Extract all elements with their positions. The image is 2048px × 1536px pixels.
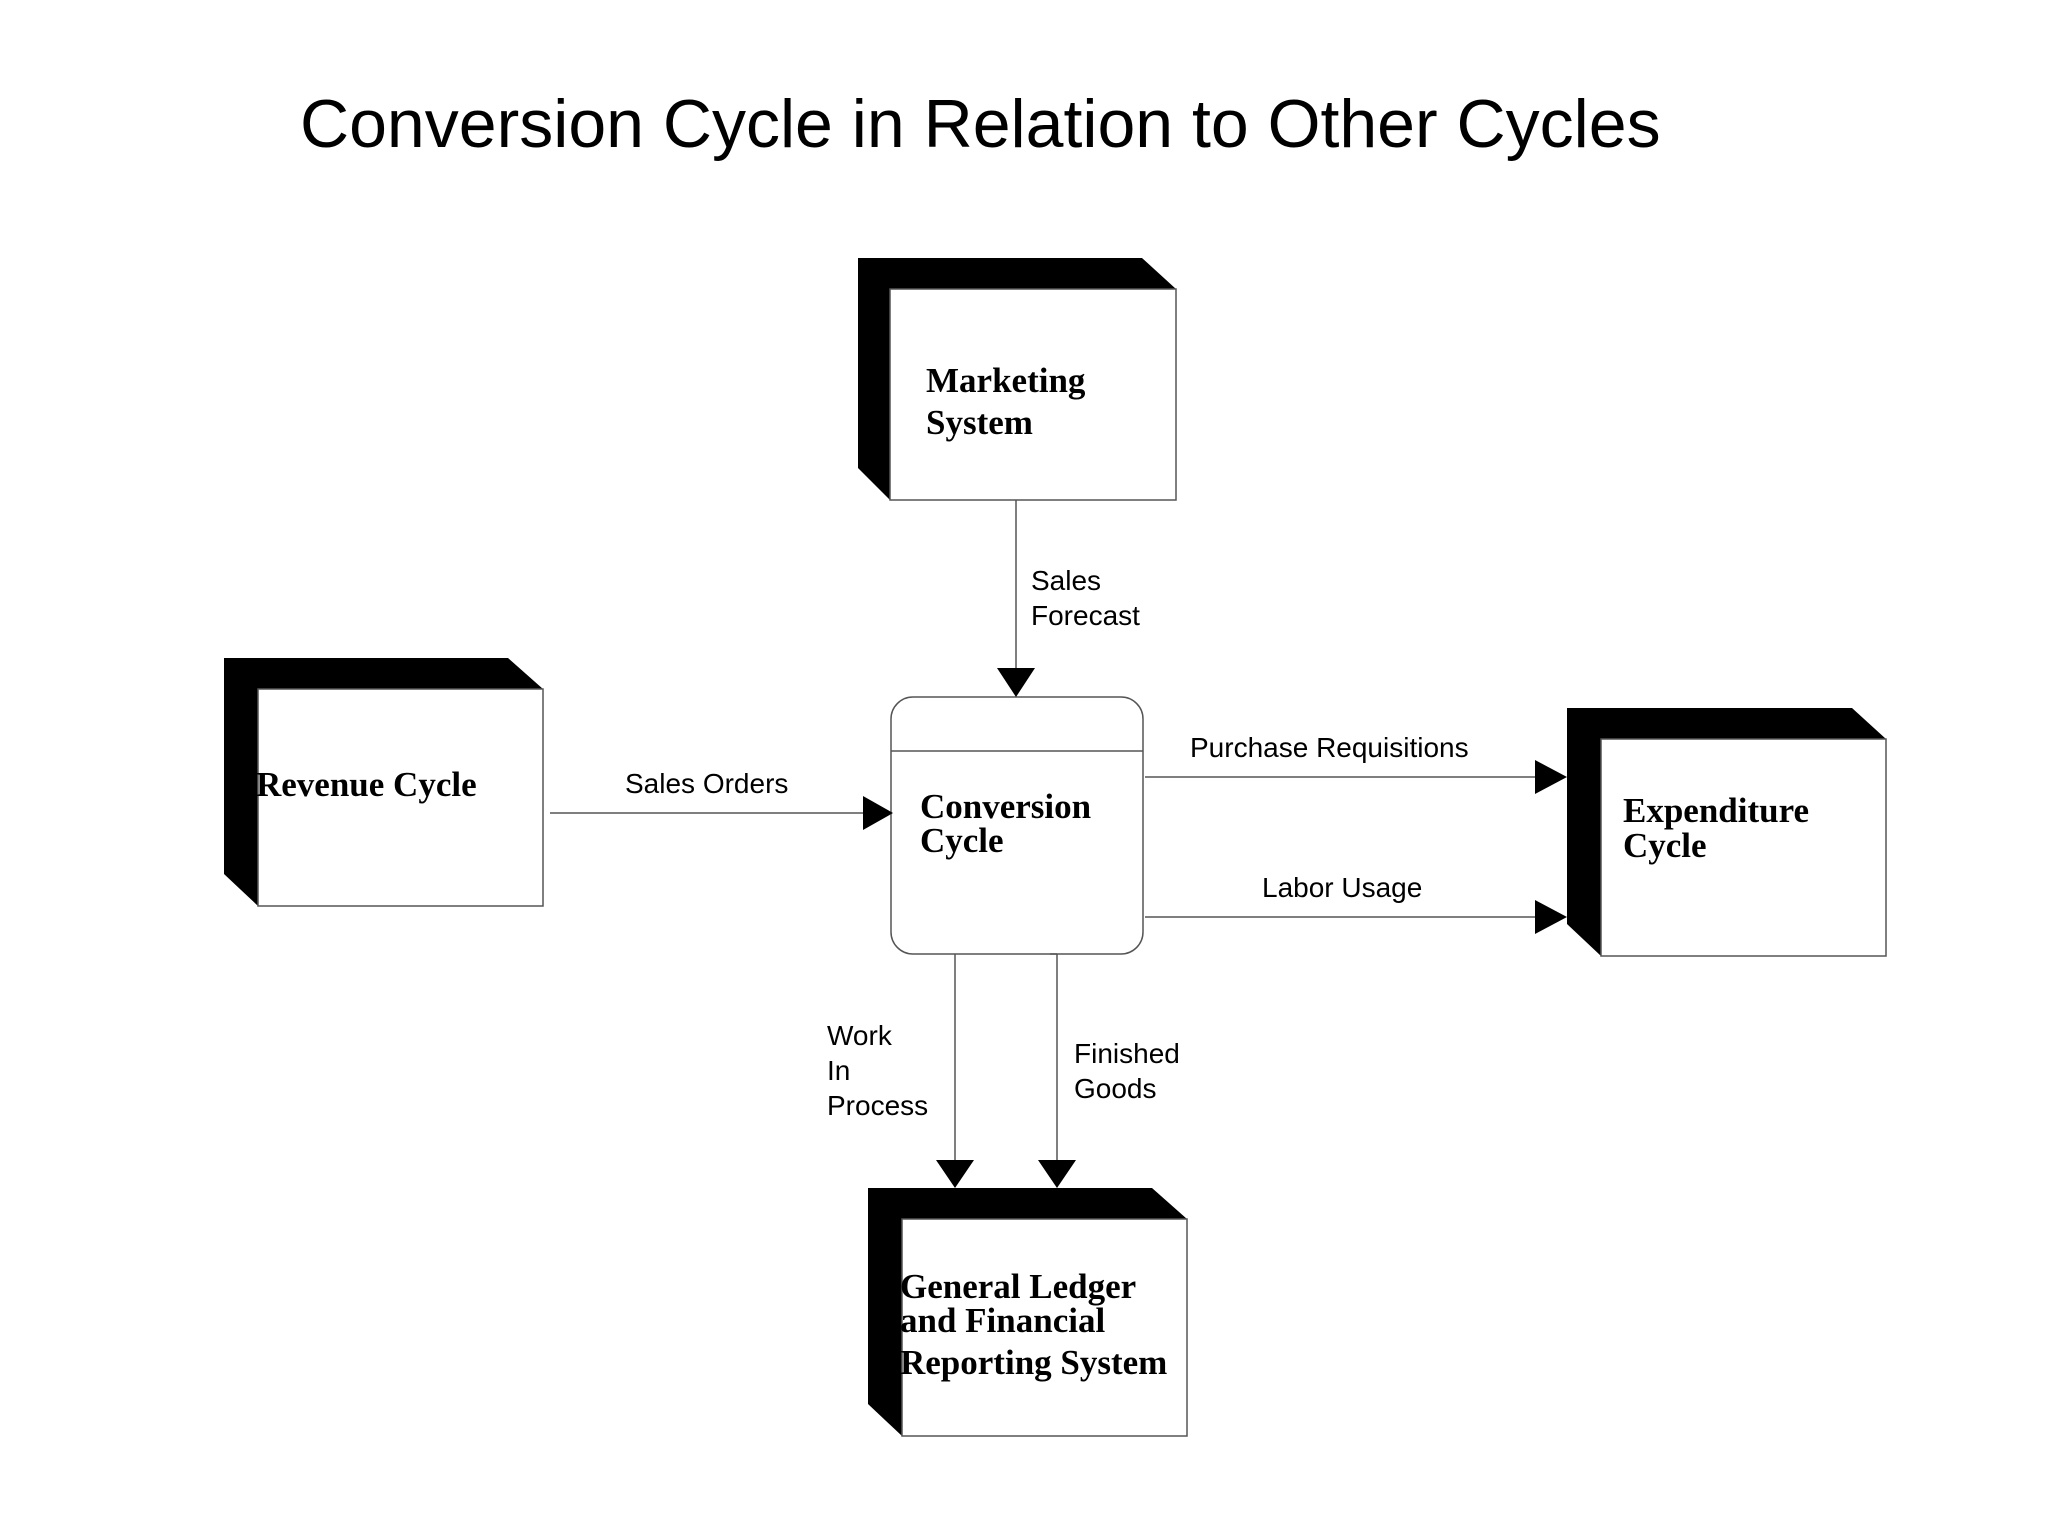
entity-label: Expenditure Cycle (1623, 791, 1818, 865)
arrow-head (1535, 900, 1567, 934)
arrow-head (1535, 760, 1567, 794)
flow-label: Work In Process (827, 1020, 928, 1121)
arrow-head (936, 1160, 974, 1188)
arrow-head (997, 668, 1035, 697)
entity-general-ledger: General Ledger and Financial Reporting S… (868, 1188, 1188, 1437)
entity-shadow (224, 658, 543, 906)
flow-sales-forecast: Sales Forecast (997, 500, 1140, 697)
entity-marketing-system: Marketing System (858, 258, 1177, 501)
entity-label: Marketing System (926, 361, 1094, 442)
flow-label: Sales Forecast (1031, 565, 1140, 631)
entity-box (1600, 738, 1887, 957)
process-conversion-cycle: Conversion Cycle (890, 696, 1144, 955)
flow-work-in-process: Work In Process (827, 954, 974, 1188)
flow-finished-goods: Finished Goods (1038, 953, 1188, 1188)
diagram-title: Conversion Cycle in Relation to Other Cy… (300, 86, 1661, 162)
process-box (890, 696, 1144, 955)
entity-shadow (1567, 708, 1886, 956)
entity-revenue-cycle: Revenue Cycle (224, 658, 544, 907)
entity-label: Revenue Cycle (256, 765, 477, 804)
arrow-head (1038, 1160, 1076, 1188)
entity-expenditure-cycle: Expenditure Cycle (1567, 708, 1887, 957)
entity-shadow (868, 1188, 1187, 1436)
entity-label: General Ledger and Financial Reporting S… (900, 1267, 1167, 1382)
entity-box (901, 1218, 1188, 1437)
flow-labor-usage: Labor Usage (1145, 872, 1567, 934)
flow-purchase-requisitions: Purchase Requisitions (1145, 732, 1567, 794)
entity-box (257, 688, 544, 907)
entity-box (889, 288, 1177, 501)
flow-label: Finished Goods (1074, 1038, 1188, 1104)
flow-sales-orders: Sales Orders (550, 768, 893, 830)
flow-label: Sales Orders (625, 768, 788, 799)
flow-label: Purchase Requisitions (1190, 732, 1469, 763)
process-label: Conversion Cycle (920, 787, 1100, 860)
flow-label: Labor Usage (1262, 872, 1422, 903)
arrow-head (863, 796, 893, 830)
